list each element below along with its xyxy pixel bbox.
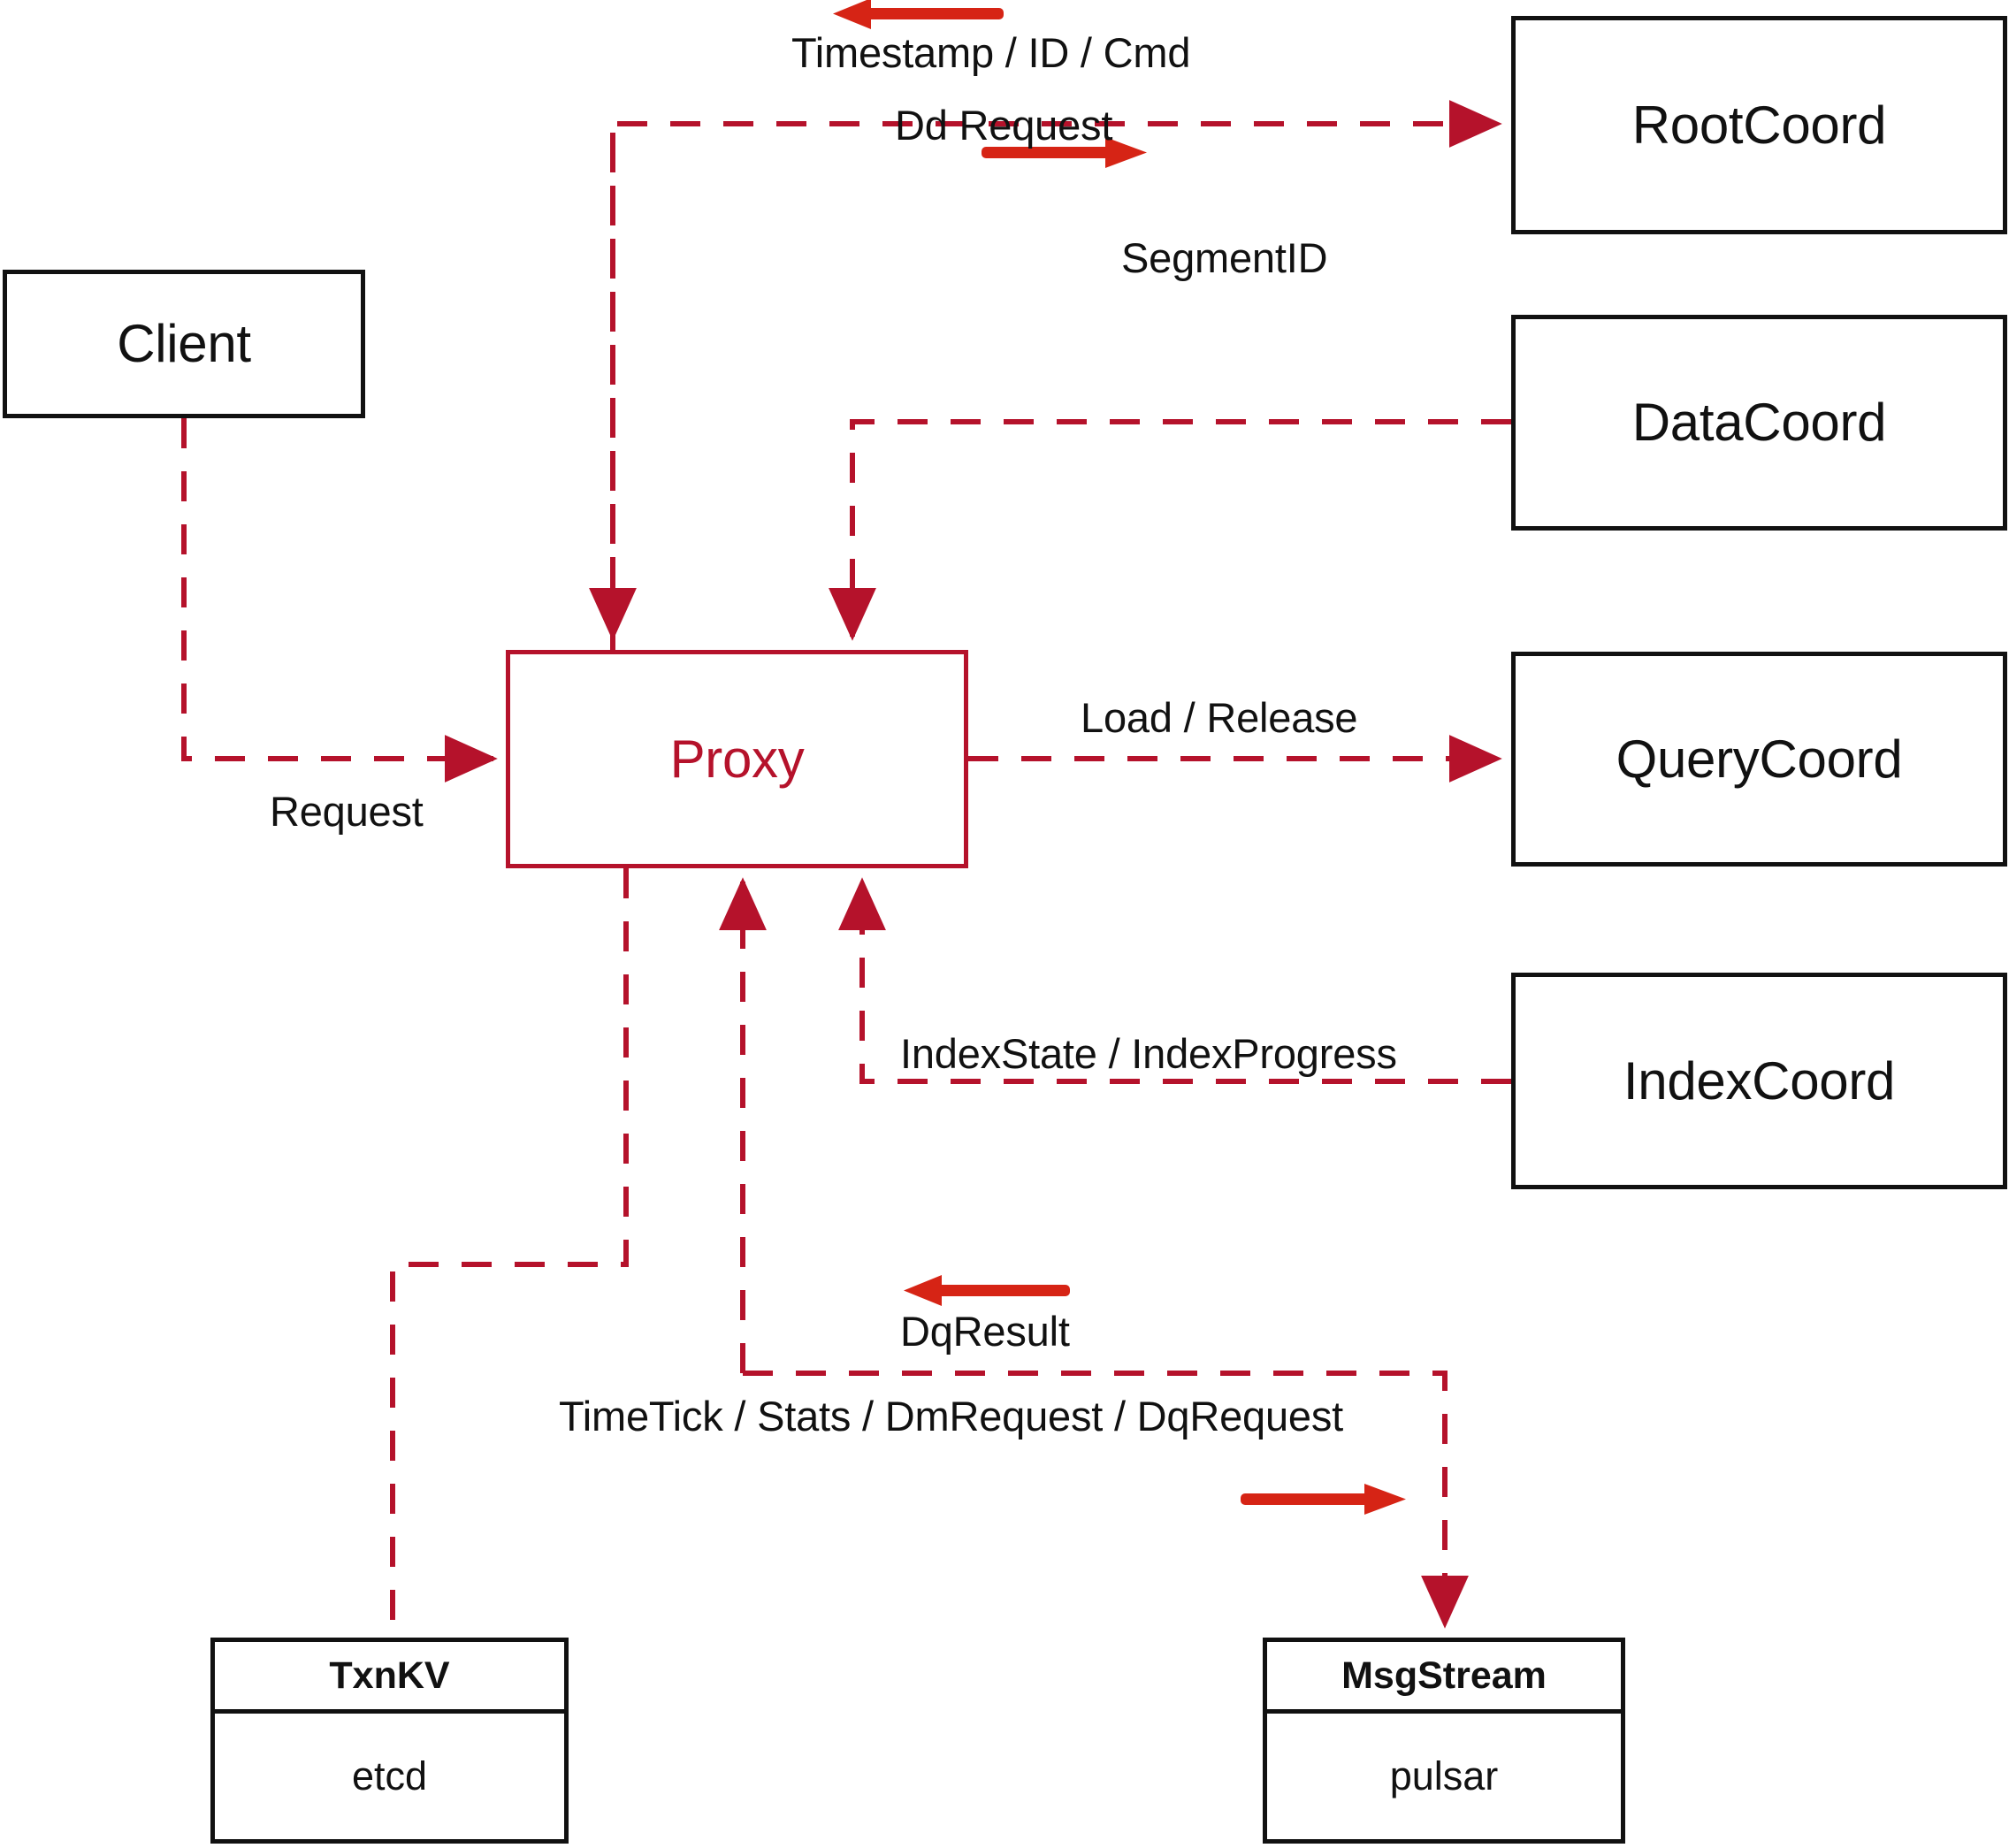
node-msgstream-title: MsgStream (1341, 1653, 1547, 1697)
edge-label-index-state-progress: IndexState / IndexProgress (900, 1030, 1397, 1077)
node-msgstream-header: MsgStream (1267, 1642, 1621, 1714)
edge-label-dq-result: DqResult (900, 1308, 1070, 1355)
node-indexcoord-label: IndexCoord (1623, 1050, 1896, 1111)
edge-client-to-proxy (181, 418, 498, 783)
direction-arrow-timestamp (833, 0, 1004, 29)
edge-proxy-rootcoord (610, 100, 1502, 650)
node-txnkv-impl: etcd (351, 1753, 428, 1798)
node-datacoord[interactable]: DataCoord (1511, 315, 2007, 531)
direction-arrow-dd-request (982, 137, 1147, 168)
edge-label-timetick-stats-dmrequest-dqrequest: TimeTick / Stats / DmRequest / DqRequest (559, 1393, 1344, 1439)
node-txnkv-title: TxnKV (329, 1653, 450, 1697)
edge-label-request: Request (270, 788, 424, 835)
edge-label-segment-id: SegmentID (1121, 234, 1328, 281)
edge-proxy-to-msgstream (743, 1371, 1469, 1629)
node-txnkv[interactable]: TxnKV etcd (210, 1638, 569, 1844)
node-datacoord-label: DataCoord (1631, 393, 1887, 452)
node-txnkv-body: etcd (215, 1714, 564, 1839)
edge-proxy-to-txnkv (390, 868, 629, 1638)
edge-indexcoord-to-proxy (838, 877, 1511, 1084)
node-querycoord[interactable]: QueryCoord (1511, 652, 2007, 867)
node-indexcoord[interactable]: IndexCoord (1511, 973, 2007, 1189)
node-rootcoord-label: RootCoord (1631, 95, 1887, 155)
direction-arrow-timetick (1241, 1484, 1406, 1515)
node-client-label: Client (117, 314, 251, 373)
edge-label-dd-request: Dd Request (895, 102, 1113, 149)
node-proxy[interactable]: Proxy (506, 650, 968, 868)
edge-datacoord-to-proxy (829, 419, 1511, 641)
node-proxy-label: Proxy (669, 729, 805, 789)
edge-label-load-release: Load / Release (1081, 694, 1358, 741)
direction-arrow-group (833, 0, 1406, 1515)
node-querycoord-label: QueryCoord (1616, 729, 1903, 789)
node-rootcoord[interactable]: RootCoord (1511, 16, 2007, 234)
edge-label-timestamp-id-cmd: Timestamp / ID / Cmd (791, 29, 1191, 76)
node-msgstream-impl: pulsar (1389, 1753, 1499, 1798)
node-client[interactable]: Client (3, 270, 365, 418)
node-txnkv-header: TxnKV (215, 1642, 564, 1714)
direction-arrow-dqresult (904, 1275, 1070, 1306)
node-msgstream[interactable]: MsgStream pulsar (1263, 1638, 1625, 1844)
node-msgstream-body: pulsar (1267, 1714, 1621, 1839)
